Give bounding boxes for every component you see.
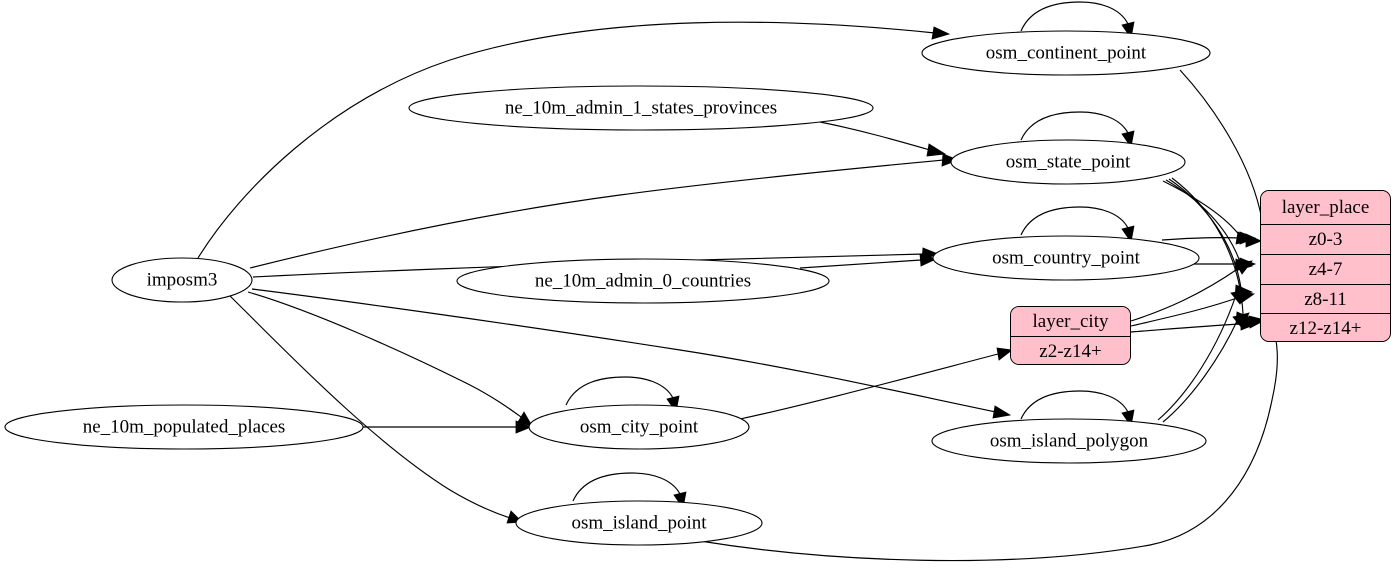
edge-imposm3-to-osm_state_point xyxy=(249,153,960,269)
node-label-ne-states: ne_10m_admin_1_states_provinces xyxy=(505,97,777,118)
edge-self-loop-osm_country_point xyxy=(1020,206,1135,244)
node-label-osm-state-point: osm_state_point xyxy=(1006,151,1131,172)
node-label-osm-city-point: osm_city_point xyxy=(580,416,699,437)
edge-osm_island_polygon-to-layer_place xyxy=(1157,289,1250,423)
node-ne_10m_admin_1_states_provinces[interactable]: ne_10m_admin_1_states_provinces xyxy=(408,85,874,131)
node-label-ne-countries: ne_10m_admin_0_countries xyxy=(535,270,751,291)
edge-ne_countries-to-osm_country_point xyxy=(799,253,938,269)
node-label-osm-island-polygon: osm_island_polygon xyxy=(990,430,1149,451)
layer-place-title: layer_place xyxy=(1261,191,1390,225)
layer-place-row-z0-3[interactable]: z0-3 xyxy=(1261,225,1390,255)
edge-imposm3-to-osm_city_point xyxy=(247,291,533,427)
node-osm_state_point[interactable]: osm_state_point xyxy=(950,139,1186,185)
node-osm_country_point[interactable]: osm_country_point xyxy=(932,235,1200,281)
node-label-osm-continent-point: osm_continent_point xyxy=(986,42,1147,63)
edge-imposm3-to-osm_island_polygon xyxy=(251,288,1012,419)
layer-place-row-z12-z14plus[interactable]: z12-z14+ xyxy=(1261,314,1390,341)
node-ne_10m_admin_0_countries[interactable]: ne_10m_admin_0_countries xyxy=(456,258,830,304)
edge-osm_continent_point-to-layer_place xyxy=(1179,69,1266,260)
layer-place-row-z4-7[interactable]: z4-7 xyxy=(1261,255,1390,285)
edge-ne_states-to-osm_state_point xyxy=(819,121,947,157)
node-osm_city_point[interactable]: osm_city_point xyxy=(528,404,750,450)
layer-city-row-z2-z14plus[interactable]: z2-z14+ xyxy=(1011,337,1130,364)
layer-place-row-z8-11[interactable]: z8-11 xyxy=(1261,285,1390,314)
node-layer_place[interactable]: layer_place z0-3 z4-7 z8-11 z12-z14+ xyxy=(1260,190,1391,342)
layer-city-title: layer_city xyxy=(1011,307,1130,337)
node-label-osm-island-point: osm_island_point xyxy=(571,512,707,533)
node-layer_city[interactable]: layer_city z2-z14+ xyxy=(1010,306,1131,365)
node-osm_island_polygon[interactable]: osm_island_polygon xyxy=(931,418,1207,464)
node-label-imposm3: imposm3 xyxy=(147,269,218,290)
edge-ne_populated-to-osm_city_point xyxy=(363,420,533,434)
nodes-layer: imposm3 ne_10m_admin_1_states_provinces … xyxy=(4,30,1211,546)
node-label-ne-populated: ne_10m_populated_places xyxy=(83,416,286,437)
edge-osm_city_point-to-layer_city xyxy=(739,347,1014,420)
node-ne_10m_populated_places[interactable]: ne_10m_populated_places xyxy=(4,404,364,450)
edge-imposm3-to-osm_continent_point xyxy=(197,21,951,259)
node-osm_island_point[interactable]: osm_island_point xyxy=(515,500,763,546)
node-imposm3[interactable]: imposm3 xyxy=(111,257,253,303)
edge-layer_city-to-layer_place xyxy=(1130,260,1258,333)
node-label-osm-country-point: osm_country_point xyxy=(992,247,1140,268)
node-osm_continent_point[interactable]: osm_continent_point xyxy=(921,30,1211,76)
